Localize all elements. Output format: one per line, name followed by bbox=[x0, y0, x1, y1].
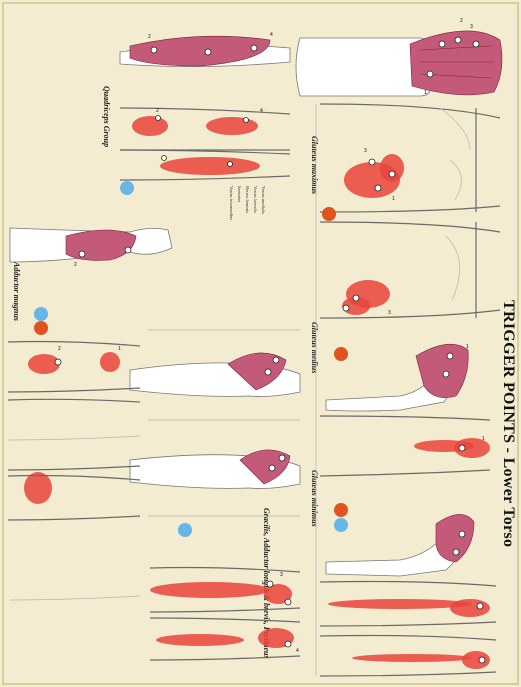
quadriceps-label: Quadriceps Group bbox=[102, 86, 111, 147]
tp-label-1b: 1 bbox=[392, 196, 395, 202]
tp-label-a2: 2 bbox=[74, 262, 77, 268]
quad-item-1: Vastus medialis bbox=[261, 186, 266, 214]
tp-label-qm4: 4 bbox=[270, 32, 273, 38]
tp-label-g3: 3 bbox=[280, 572, 283, 578]
tp-label-qm2: 2 bbox=[148, 34, 151, 40]
tp-label-1: 1 bbox=[424, 90, 427, 96]
tp-label-q2: 2 bbox=[156, 108, 159, 114]
gluteus-maximus-label: Gluteus maximus bbox=[310, 136, 319, 194]
tp-label-a1b: 1 bbox=[118, 346, 121, 352]
blue-dot-gracilis bbox=[178, 523, 192, 537]
orange-dot-gluteus-max bbox=[322, 207, 336, 221]
tp-label-1m2: 1 bbox=[482, 436, 485, 442]
orange-dot-gluteus-med bbox=[334, 347, 348, 361]
blue-dot-gluteus-min bbox=[334, 518, 348, 532]
quad-item-2: Vastus lateralis bbox=[253, 186, 258, 213]
tp-label-a2b: 2 bbox=[58, 346, 61, 352]
gluteus-medius-label: Gluteus medius bbox=[310, 322, 319, 373]
page-border bbox=[3, 3, 518, 684]
tp-label-3: 3 bbox=[470, 24, 473, 30]
tp-label-g4: 4 bbox=[296, 648, 299, 654]
quad-item-5: Vastus intermedius bbox=[229, 186, 234, 220]
tp-label-3c: 3 bbox=[388, 310, 391, 316]
tp-label-q4: 4 bbox=[260, 108, 263, 114]
blue-dot-quadriceps bbox=[120, 181, 134, 195]
quad-item-3: Rectus femoris bbox=[245, 186, 250, 213]
adductor-magnus-label: Adductor magnus bbox=[12, 261, 21, 321]
gluteus-minimus-label: Gluteus minimus bbox=[310, 470, 319, 527]
tp-label-3b: 3 bbox=[364, 148, 367, 154]
tp-label-2: 2 bbox=[460, 18, 463, 24]
quad-item-4: Sartorius bbox=[237, 186, 242, 202]
tp-label-1m: 1 bbox=[466, 344, 469, 350]
blue-dot-adductor bbox=[34, 307, 48, 321]
page-title: TRIGGER POINTS - Lower Torso bbox=[500, 300, 517, 547]
orange-dot-gluteus-min bbox=[334, 503, 348, 517]
orange-dot-adductor bbox=[34, 321, 48, 335]
